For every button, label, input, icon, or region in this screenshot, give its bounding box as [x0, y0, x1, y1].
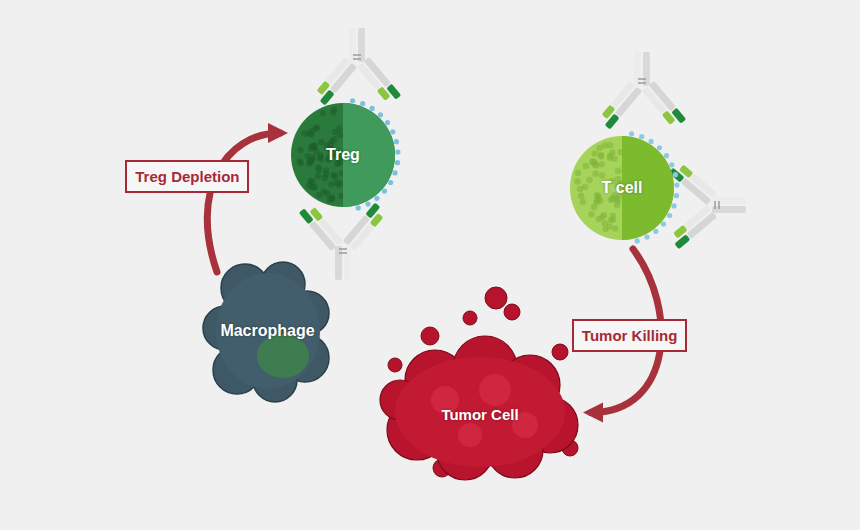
t-cell: T cell — [567, 133, 677, 243]
edge-label: Treg Depletion — [125, 160, 249, 193]
macrophage-cell: Macrophage — [205, 258, 330, 403]
cell-label: Treg — [326, 146, 360, 164]
antibody — [313, 28, 402, 105]
cell-label: Macrophage — [220, 322, 314, 340]
treg-cell: Treg — [288, 100, 398, 210]
antibody — [669, 161, 746, 250]
tumor-fragments — [388, 287, 578, 477]
cell-label: Tumor Cell — [441, 406, 518, 423]
edge-label: Tumor Killing — [572, 319, 688, 352]
antibody — [598, 52, 687, 129]
cell-label: T cell — [602, 179, 643, 197]
antibody — [299, 203, 388, 280]
cell-shape — [375, 330, 585, 480]
tumor-cell: Tumor Cell — [375, 330, 585, 480]
curved-arrow — [207, 133, 280, 272]
